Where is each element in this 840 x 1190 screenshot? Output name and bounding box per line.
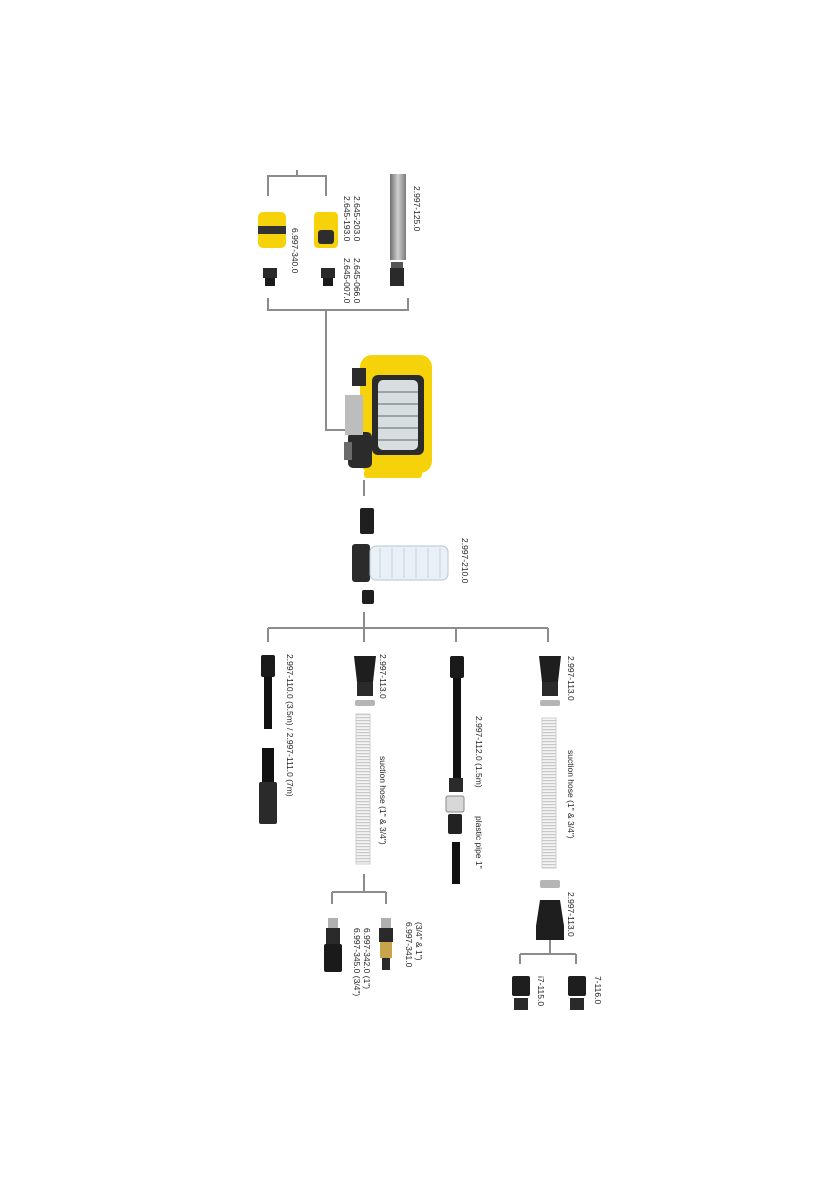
label-filter-valve-1: 6.997-341.0 bbox=[404, 922, 414, 968]
label-suction-hose-b: suction hose (1" & 3/4") bbox=[566, 750, 576, 839]
tap-adapter-icon bbox=[263, 268, 335, 286]
label-tap-adapter-1: 2.645-007.0 bbox=[342, 258, 352, 304]
label-foot-valve-1: 6.997-345.0 (3/4") bbox=[352, 928, 362, 997]
label-suction-set: 2.997-110.0 (3.5m) / 2.997-111.0 (7m) bbox=[285, 654, 295, 797]
label-connector-bottom: 2.997-113.0 bbox=[566, 656, 576, 701]
prefilter-icon bbox=[352, 508, 449, 604]
pump-icon bbox=[344, 355, 432, 478]
suction-hose-set-icon bbox=[259, 655, 277, 824]
label-suction-hose-a: suction hose (1" & 3/4") bbox=[378, 756, 388, 845]
label-plastic-pipe-set: 2.997-112.0 (1.5m) bbox=[474, 716, 484, 788]
label-pressure-hose: 2.997-125.0 bbox=[412, 186, 422, 232]
connection-lines-adapters bbox=[519, 940, 577, 964]
suction-hose-icon bbox=[355, 713, 371, 865]
label-hose-coupling-2: 2.645-203.0 bbox=[352, 196, 362, 242]
connector-icon bbox=[354, 656, 376, 706]
connector-icon bbox=[536, 880, 564, 940]
hose-coupling-icon bbox=[258, 212, 338, 248]
connection-lines-foot-valve bbox=[331, 874, 387, 904]
label-connector-top: 2.997-113.0 bbox=[378, 654, 388, 699]
connector-icon bbox=[539, 656, 561, 706]
label-connector-lower: 2.997-113.0 bbox=[566, 892, 576, 937]
label-hose-coupling-1: 2.645-193.0 bbox=[342, 196, 352, 242]
label-filter-valve-2: (3/4" & 1") bbox=[414, 922, 424, 961]
connection-lines-middle bbox=[267, 612, 549, 642]
foot-valve-icon bbox=[324, 918, 342, 972]
label-adapter-b: 7-116.0 bbox=[593, 976, 603, 1005]
connection-lines-top bbox=[267, 170, 409, 431]
label-tap-adapter-2: 2.645-066.0 bbox=[352, 258, 362, 304]
filter-valve-icon bbox=[379, 918, 393, 970]
adapter-icon bbox=[512, 976, 586, 1010]
label-foot-valve-2: 6.997-342.0 (1") bbox=[362, 928, 372, 990]
label-plastic-pipe: plastic pipe 1" bbox=[474, 816, 484, 869]
suction-hose-icon bbox=[541, 717, 557, 869]
plastic-pipe-set-icon bbox=[445, 656, 465, 884]
label-adapter-a: i7-115.0 bbox=[536, 976, 546, 1007]
label-hose-connector: 6.997-340.0 bbox=[290, 228, 300, 274]
label-prefilter: 2.997-210.0 bbox=[460, 538, 470, 584]
pressure-hose-icon bbox=[390, 174, 406, 286]
